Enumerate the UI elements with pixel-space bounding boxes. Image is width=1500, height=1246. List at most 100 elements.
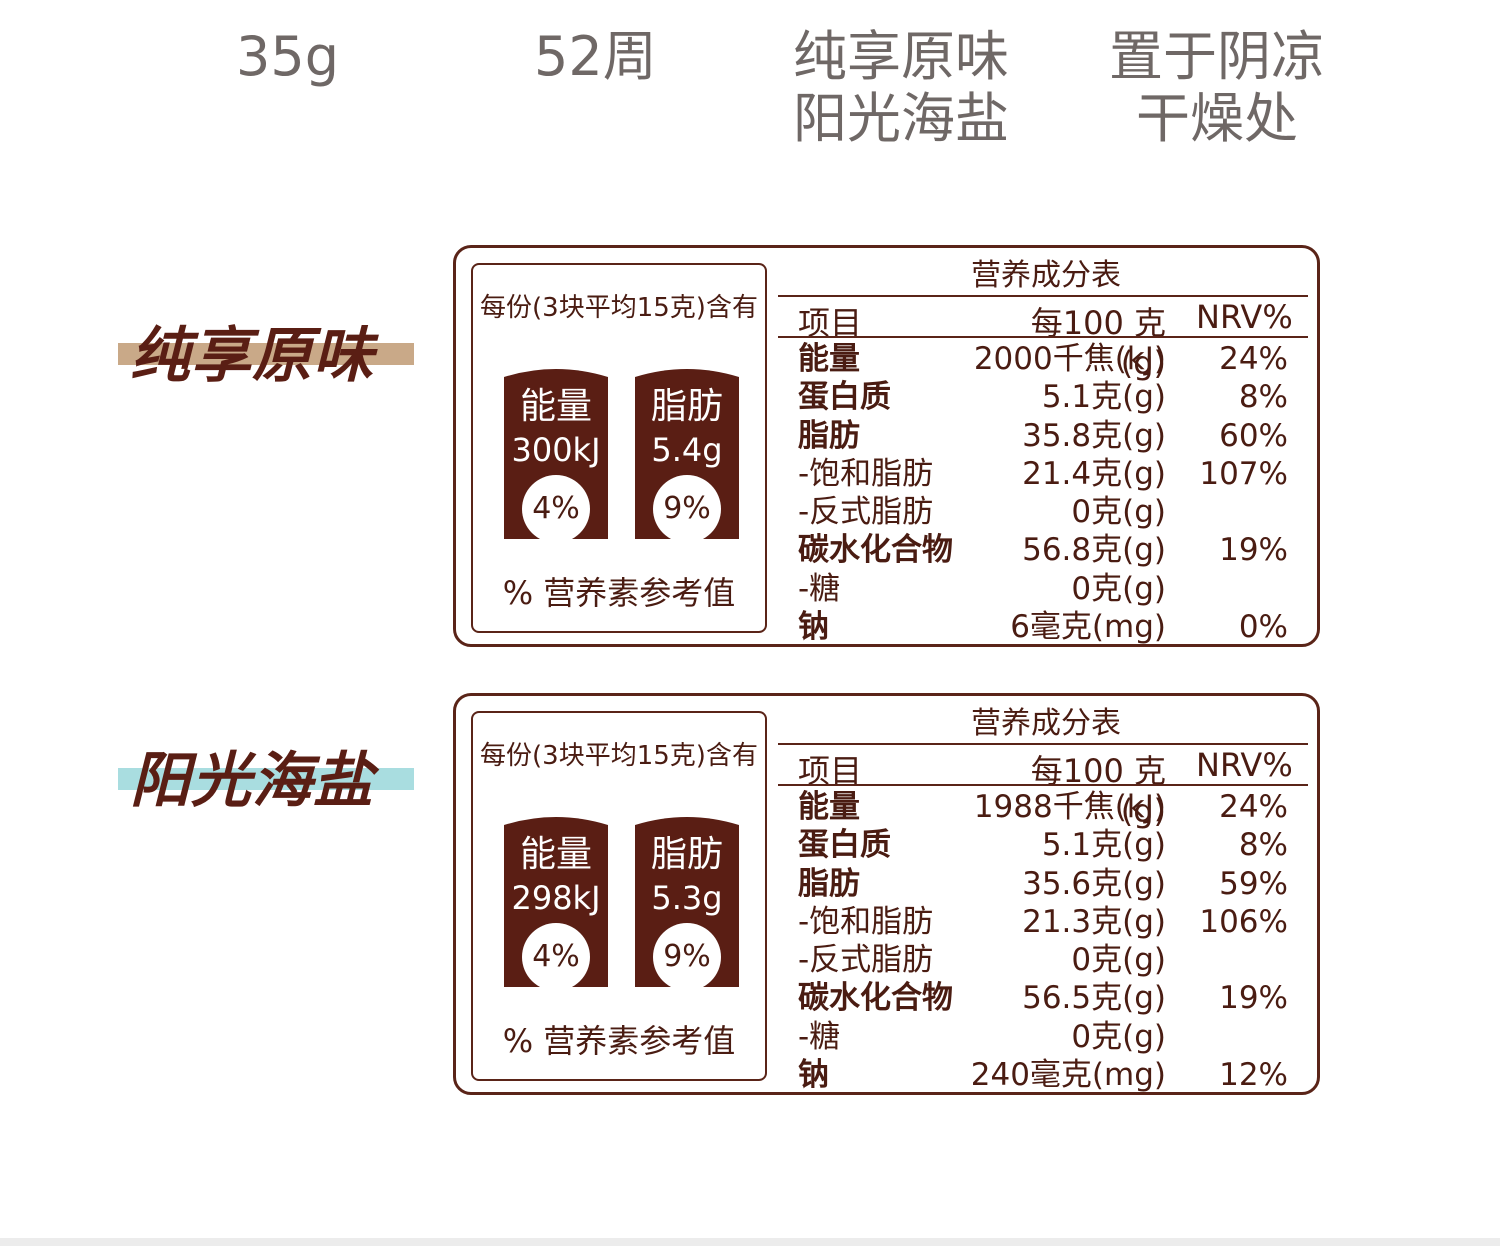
nutrient-per100: 0克(g) [1071, 494, 1166, 531]
nutrient-nrv: 106% [1199, 903, 1288, 940]
nutrient-per100: 0克(g) [1071, 1018, 1166, 1055]
flavor-tag-band [118, 343, 414, 365]
nutrient-name: 碳水化合物 [798, 980, 953, 1017]
gda-energy-percent: 4% [532, 939, 580, 974]
nutrient-name: -反式脂肪 [798, 494, 934, 531]
column-header-nrv: NRV% [1196, 298, 1293, 336]
serving-summary-box: 每份(3块平均15克)含有 能量 300kJ 4% 脂肪 5.4g 9% % 营… [471, 263, 767, 633]
nutrient-nrv: 19% [1219, 980, 1288, 1017]
nutrient-name: 能量 [798, 341, 860, 377]
column-header-per100: 每100 克(g) [1030, 304, 1166, 382]
spec-net-weight: 35g [236, 25, 339, 88]
nutrient-nrv: 8% [1238, 379, 1288, 416]
nutrient-per100: 21.3克(g) [1022, 903, 1166, 940]
nutrient-name: 能量 [798, 789, 860, 825]
nutrient-name: 钠 [798, 1057, 829, 1094]
table-row: 脂肪 35.6克(g) 59% [456, 865, 1316, 903]
flavor-name: 阳光海盐 [130, 746, 374, 816]
table-rule [778, 784, 1308, 786]
gda-badge-shape [504, 369, 608, 543]
table-row: -糖 0克(g) [456, 1018, 1316, 1056]
nutrient-per100: 0克(g) [1071, 942, 1166, 979]
nutrition-table-title: 营养成分表 [971, 258, 1121, 293]
table-rule [778, 295, 1308, 297]
gda-badge-shape [635, 369, 739, 543]
nutrient-per100: 2000千焦(kJ) [973, 341, 1166, 377]
serving-title: 每份(3块平均15克)含有 [480, 293, 758, 323]
column-header-nrv: NRV% [1196, 746, 1293, 784]
nutrient-name: -糖 [798, 1018, 841, 1055]
table-row: 脂肪 35.8克(g) 60% [456, 417, 1316, 455]
gda-fat-value: 5.4g [651, 431, 723, 469]
table-row: 钠 240毫克(mg) 12% [456, 1056, 1316, 1094]
nutrient-per100: 56.8克(g) [1022, 532, 1166, 569]
gda-badge-shape [504, 817, 608, 991]
column-header-per100: 每100 克(g) [1030, 752, 1166, 830]
gda-energy-percent: 4% [532, 491, 580, 526]
nutrient-name: -饱和脂肪 [798, 903, 934, 940]
gda-fat-label: 脂肪 [650, 834, 723, 875]
nutrient-name: 钠 [798, 609, 829, 646]
serving-title: 每份(3块平均15克)含有 [480, 741, 758, 771]
nutrient-name: -反式脂肪 [798, 942, 934, 979]
gda-energy-label: 能量 [519, 834, 592, 875]
table-row: 蛋白质 5.1克(g) 8% [456, 826, 1316, 864]
nutrient-name: 脂肪 [798, 865, 860, 902]
table-rule [778, 336, 1308, 338]
nutrient-nrv: 19% [1219, 532, 1288, 569]
nutrition-rows: 能量 2000千焦(kJ) 24% 蛋白质 5.1克(g) 8% 脂肪 35.8克(g) 60%… [456, 340, 1316, 646]
table-row: 碳水化合物 56.5克(g) 19% [456, 979, 1316, 1017]
flavor-tag-seasalt: 阳光海盐 [118, 746, 414, 816]
gda-energy-badge: 能量 298kJ 4% [498, 811, 614, 991]
serving-footnote: % 营养素参考值 [502, 574, 736, 612]
nutrient-nrv: 107% [1199, 455, 1288, 492]
flavor-tag-band [118, 768, 414, 790]
gda-fat-percent: 9% [663, 491, 711, 526]
gda-fat-label: 脂肪 [650, 386, 723, 427]
spec-shelf-life: 52周 [534, 25, 657, 88]
gda-fat-value: 5.3g [651, 879, 723, 917]
nutrient-nrv: 59% [1219, 865, 1288, 902]
spec-flavors: 纯享原味 阳光海盐 [793, 25, 1009, 150]
table-row: 碳水化合物 56.8克(g) 19% [456, 531, 1316, 569]
table-row: 能量 2000千焦(kJ) 24% [456, 340, 1316, 378]
table-row: 蛋白质 5.1克(g) 8% [456, 378, 1316, 416]
nutrient-per100: 35.8克(g) [1022, 417, 1166, 454]
nutrient-nrv: 12% [1219, 1057, 1288, 1094]
nutrient-nrv: 8% [1238, 827, 1288, 864]
table-rule [778, 743, 1308, 745]
serving-summary-box: 每份(3块平均15克)含有 能量 298kJ 4% 脂肪 5.3g 9% % 营… [471, 711, 767, 1081]
gda-fat-percent: 9% [663, 939, 711, 974]
nutrition-table-title: 营养成分表 [971, 706, 1121, 741]
nutrient-name: 碳水化合物 [798, 532, 953, 569]
gda-energy-value: 300kJ [511, 431, 601, 469]
nutrient-per100: 21.4克(g) [1022, 455, 1166, 492]
nutrition-label-seasalt: 每份(3块平均15克)含有 能量 298kJ 4% 脂肪 5.3g 9% % 营… [453, 693, 1320, 1095]
nutrient-nrv: 60% [1219, 417, 1288, 454]
nutrient-per100: 35.6克(g) [1022, 865, 1166, 902]
nutrient-per100: 5.1克(g) [1041, 827, 1166, 864]
nutrient-name: 脂肪 [798, 417, 860, 454]
nutrient-per100: 5.1克(g) [1041, 379, 1166, 416]
nutrient-nrv: 24% [1219, 341, 1288, 377]
nutrient-name: 蛋白质 [798, 827, 891, 864]
nutrient-name: -饱和脂肪 [798, 455, 934, 492]
page-bottom-divider [0, 1238, 1500, 1246]
flavor-tag-original: 纯享原味 [118, 321, 414, 391]
flavor-name: 纯享原味 [130, 321, 374, 391]
nutrition-label-original: 每份(3块平均15克)含有 能量 300kJ 4% 脂肪 5.4g 9% % 营… [453, 245, 1320, 647]
table-row: -饱和脂肪 21.4克(g) 107% [456, 455, 1316, 493]
nutrient-name: 蛋白质 [798, 379, 891, 416]
nutrient-per100: 240毫克(mg) [970, 1057, 1166, 1094]
column-header-item: 项目 [798, 304, 863, 342]
gda-energy-value: 298kJ [511, 879, 601, 917]
column-header-item: 项目 [798, 752, 863, 790]
nutrient-per100: 56.5克(g) [1022, 980, 1166, 1017]
spec-storage: 置于阴凉 干燥处 [1109, 25, 1325, 150]
nutrient-name: -糖 [798, 570, 841, 607]
nutrient-nrv: 24% [1219, 789, 1288, 825]
